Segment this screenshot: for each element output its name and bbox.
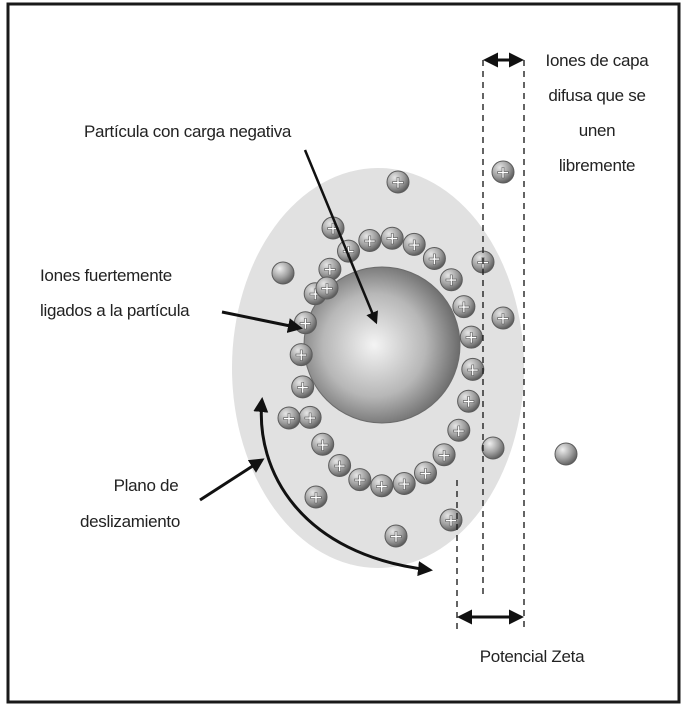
particle-label: Partícula con carga negativa [84, 122, 292, 141]
bound-ions-label-line2: ligados a la partícula [40, 301, 190, 320]
plus-ion-icon: + [316, 277, 338, 299]
svg-text:+: + [332, 457, 346, 477]
svg-text:+: + [282, 409, 296, 429]
plus-ion-icon: + [433, 444, 455, 466]
plus-ion-icon: + [448, 419, 470, 441]
plus-ion-icon: + [338, 240, 360, 262]
plus-ion-icon: + [359, 230, 381, 252]
svg-text:+: + [294, 346, 308, 366]
diffuse-ions-label-line1: Iones de capa [546, 51, 650, 70]
svg-text:+: + [427, 250, 441, 270]
plus-ion-icon: + [292, 376, 314, 398]
svg-text:+: + [418, 464, 432, 484]
plus-ion-icon: + [423, 248, 445, 270]
plus-ion-icon: + [385, 525, 407, 547]
svg-text:+: + [452, 421, 466, 441]
svg-text:+: + [391, 173, 405, 193]
svg-text:+: + [407, 235, 421, 255]
plus-ion-icon: + [403, 233, 425, 255]
svg-text:+: + [375, 477, 389, 497]
svg-text:+: + [296, 378, 310, 398]
plus-ion-icon: + [393, 473, 415, 495]
svg-text:+: + [389, 527, 403, 547]
svg-text:+: + [444, 511, 458, 531]
slip-plane-label-line2: deslizamiento [80, 512, 180, 531]
plus-ion-icon: + [290, 344, 312, 366]
minus-ion-icon [272, 262, 294, 284]
plus-ion-icon: + [492, 307, 514, 329]
svg-text:+: + [464, 328, 478, 348]
plus-ion-icon: + [458, 390, 480, 412]
svg-text:+: + [320, 279, 334, 299]
svg-text:+: + [496, 309, 510, 329]
minus-ion-icon [555, 443, 577, 465]
minus-ion-icon [482, 437, 504, 459]
plus-ion-icon: + [329, 455, 351, 477]
plus-ion-icon: + [462, 358, 484, 380]
zeta-label: Potencial Zeta [480, 647, 585, 666]
svg-text:+: + [444, 271, 458, 291]
svg-text:+: + [363, 232, 377, 252]
svg-text:+: + [385, 229, 399, 249]
svg-text:+: + [496, 163, 510, 183]
plus-ion-icon: + [349, 469, 371, 491]
diffuse-ions-label-line3: unen [579, 121, 616, 140]
plus-ion-icon: + [312, 433, 334, 455]
slip-plane-label-line1: Plano de [114, 476, 179, 495]
svg-text:+: + [461, 392, 475, 412]
plus-ion-icon: + [299, 406, 321, 428]
svg-text:+: + [298, 314, 312, 334]
svg-text:+: + [437, 446, 451, 466]
svg-text:+: + [466, 360, 480, 380]
svg-text:+: + [316, 435, 330, 455]
plus-ion-icon: + [453, 296, 475, 318]
svg-text:+: + [309, 488, 323, 508]
plus-ion-icon: + [381, 227, 403, 249]
plus-ion-icon: + [305, 486, 327, 508]
plus-ion-icon: + [440, 269, 462, 291]
plus-ion-icon: + [440, 509, 462, 531]
svg-text:+: + [397, 475, 411, 495]
svg-text:+: + [303, 408, 317, 428]
plus-ion-icon: + [415, 462, 437, 484]
diffuse-ions-label-line4: libremente [559, 156, 635, 175]
diffuse-ions-label-line2: difusa que se [548, 86, 645, 105]
svg-text:+: + [457, 298, 471, 318]
svg-text:+: + [353, 471, 367, 491]
plus-ion-icon: + [294, 312, 316, 334]
plus-ion-icon: + [387, 171, 409, 193]
plus-ion-icon: + [460, 326, 482, 348]
plus-ion-icon: + [278, 407, 300, 429]
plus-ion-icon: + [371, 475, 393, 497]
bound-ions-label-line1: Iones fuertemente [40, 266, 172, 285]
plus-ion-icon: + [492, 161, 514, 183]
